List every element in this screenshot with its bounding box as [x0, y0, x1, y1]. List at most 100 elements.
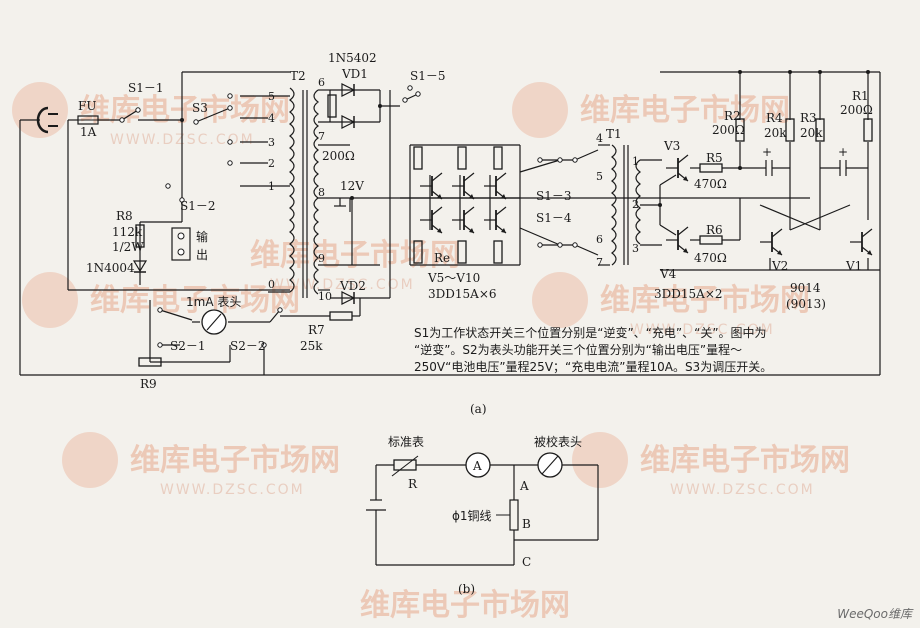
re-label: Re — [434, 251, 450, 265]
output-label-2: 出 — [196, 248, 208, 262]
t1-pin-4: 4 — [596, 132, 603, 145]
fuse-rating: 1A — [80, 125, 97, 139]
switch-s1-4-label: S1－4 — [536, 211, 572, 225]
t1-pin-3: 3 — [632, 242, 639, 255]
caption-a: (a) — [470, 402, 487, 416]
r3-label: R3 — [800, 111, 817, 125]
watermark-text: 维库电子市场网 — [250, 238, 460, 273]
watermark-text: 维库电子市场网 — [90, 283, 300, 318]
vd1-label: VD1 — [341, 67, 368, 81]
watermark-url: WWW.DZSC.COM — [110, 132, 255, 148]
tap-8: 8 — [318, 186, 325, 199]
cap-plus-left: + — [762, 145, 772, 159]
ammeter-symbol: A — [472, 459, 482, 473]
v5-v10-type: 3DD15A×6 — [428, 287, 497, 301]
note-line: S1为工作状态开关三个位置分别是“逆变”、“充电”、“关”。图中为 — [414, 326, 767, 340]
tap-3: 3 — [268, 136, 275, 149]
r8-label: R8 — [116, 209, 133, 223]
switch-s3-label: S3 — [192, 101, 208, 115]
battery-12v-label: 12V — [340, 179, 364, 193]
v3-label: V3 — [663, 139, 680, 153]
r5-label: R5 — [706, 151, 723, 165]
tap-2: 2 — [268, 157, 275, 170]
note-line: “逆变”。S2为表头功能开关三个位置分别为“输出电压”量程～ — [414, 343, 743, 357]
tap-1: 1 — [268, 180, 275, 193]
r1-label: R1 — [852, 89, 869, 103]
watermark-text: 维库电子市场网 — [80, 93, 290, 128]
watermark-text: 维库电子市场网 — [360, 588, 570, 623]
r8-value: 112k — [112, 225, 143, 239]
transformer-t1-label: T1 — [606, 127, 622, 141]
v2-label: V2 — [771, 259, 788, 273]
v4-label: V4 — [659, 267, 677, 281]
tap-7: 7 — [318, 130, 325, 143]
v5-v10-label: V5～V10 — [427, 271, 480, 285]
t1-pin-7: 7 — [596, 256, 603, 269]
r8-power: 1/2W — [112, 240, 144, 254]
r1-value: 200Ω — [840, 103, 873, 117]
r4-value: 20k — [764, 126, 787, 140]
watermark-text: 维库电子市场网 — [600, 283, 810, 318]
point-b-label: B — [522, 517, 531, 531]
t1-pin-6: 6 — [596, 233, 603, 246]
tap-0: 0 — [268, 278, 275, 291]
tap-9: 9 — [318, 252, 325, 265]
r4-label: R4 — [766, 111, 783, 125]
switch-s1-5-label: S1－5 — [410, 69, 446, 83]
watermark-text: 维库电子市场网 — [580, 93, 790, 128]
switch-s1-1-label: S1－1 — [128, 81, 164, 95]
output-label: 输 — [196, 229, 208, 244]
r5-value: 470Ω — [694, 177, 727, 191]
tap-10: 10 — [318, 290, 332, 303]
watermark-text: 维库电子市场网 — [130, 443, 340, 478]
r6-label: R6 — [706, 223, 723, 237]
copper-wire-label: ϕ1铜线 — [452, 508, 492, 523]
v4-type: 3DD15A×2 — [654, 287, 723, 301]
point-c-label: C — [522, 555, 531, 569]
switch-s2-2-label: S2－2 — [230, 339, 266, 353]
r9-label: R9 — [140, 377, 157, 391]
point-a-label: A — [519, 479, 529, 493]
watermark-url: WWW.DZSC.COM — [630, 322, 775, 338]
resistor-200-label: 200Ω — [322, 149, 355, 163]
resistor-r-label: R — [408, 477, 418, 491]
watermark-text: 维库电子市场网 — [640, 443, 850, 478]
r2-label: R2 — [724, 109, 741, 123]
switch-s1-3-label: S1－3 — [536, 189, 572, 203]
transistor-9013-label: (9013) — [786, 297, 826, 311]
labels-a: FU 1A S1－1 S3 S1－2 T2 5 4 3 2 1 0 6 7 8 … — [78, 51, 873, 391]
meter-label: 1mA 表头 — [186, 295, 241, 309]
cap-plus-right: + — [838, 145, 848, 159]
watermark-url: WWW.DZSC.COM — [270, 277, 415, 293]
schematic-b-wiring — [366, 464, 599, 566]
watermark-url: WWW.DZSC.COM — [670, 482, 815, 498]
r2-value: 200Ω — [712, 123, 745, 137]
t1-pin-1: 1 — [632, 155, 639, 168]
r7-value: 25k — [300, 339, 323, 353]
r7-label: R7 — [308, 323, 325, 337]
vd2-label: VD2 — [339, 279, 366, 293]
meter-under-test-label: 被校表头 — [534, 434, 582, 449]
schematic-a-wiring — [19, 71, 881, 376]
r3-value: 20k — [800, 126, 823, 140]
watermark-url: WWW.DZSC.COM — [160, 482, 305, 498]
tap-5: 5 — [268, 90, 275, 103]
transistor-9014-label: 9014 — [790, 281, 821, 295]
switch-s1-2-label: S1－2 — [180, 199, 216, 213]
caption-b: (b) — [458, 582, 476, 596]
components-a — [36, 70, 873, 367]
t1-pin-5: 5 — [596, 170, 603, 183]
brand-watermark: WeeQoo维库 — [837, 607, 912, 621]
switch-s2-1-label: S2－1 — [170, 339, 206, 353]
fuse-label: FU — [78, 99, 96, 113]
standard-meter-label: 标准表 — [388, 435, 424, 449]
tap-6: 6 — [318, 76, 325, 89]
watermarks: 维库电子市场网 WWW.DZSC.COM 维库电子市场网 维库电子市场网 维库电… — [12, 82, 850, 623]
t1-pin-2: 2 — [632, 198, 639, 211]
note-line: 250V“电池电压”量程25V；“充电电流”量程10A。S3为调压开关。 — [414, 360, 773, 374]
v1-label: V1 — [845, 259, 862, 273]
diode-1n4004-label: 1N4004 — [86, 261, 135, 275]
r6-value: 470Ω — [694, 251, 727, 265]
diode-1n5402-label: 1N5402 — [328, 51, 377, 65]
